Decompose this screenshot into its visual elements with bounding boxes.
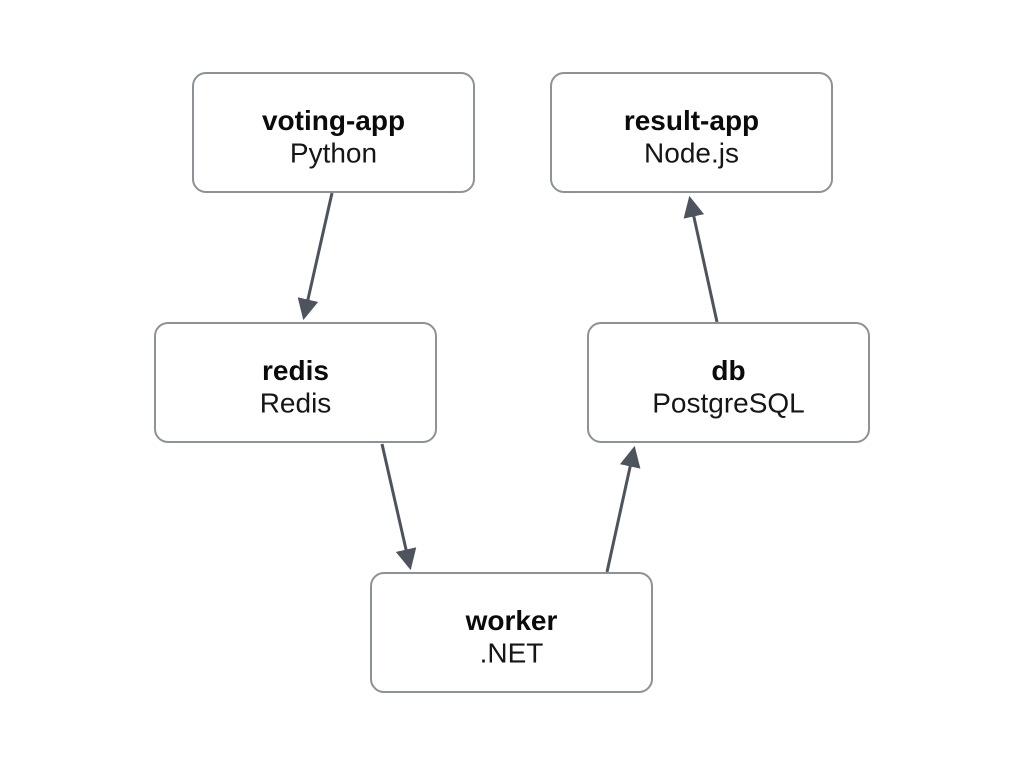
node-result-app-subtitle: Node.js [644, 137, 739, 168]
node-redis-title: redis [262, 355, 329, 386]
edge-redis-to-worker [380, 443, 417, 571]
edge-db-to-result-app [683, 195, 719, 323]
edge-voting-app-to-redis [297, 192, 334, 321]
node-worker-box [370, 572, 653, 693]
node-result-app-box [550, 72, 833, 193]
node-worker-title: worker [465, 605, 558, 636]
node-voting-app-subtitle: Python [290, 137, 377, 168]
node-voting-app-box [192, 72, 475, 193]
node-db-box [587, 322, 870, 443]
node-voting-app-title: voting-app [262, 105, 405, 136]
node-redis-subtitle: Redis [260, 387, 332, 418]
node-redis-box [154, 322, 437, 443]
node-worker-subtitle: .NET [480, 637, 544, 668]
node-worker: worker.NET [370, 572, 653, 693]
node-result-app-title: result-app [624, 105, 759, 136]
node-db-title: db [711, 355, 745, 386]
edge-worker-to-db [605, 445, 641, 573]
node-db-subtitle: PostgreSQL [652, 387, 805, 418]
